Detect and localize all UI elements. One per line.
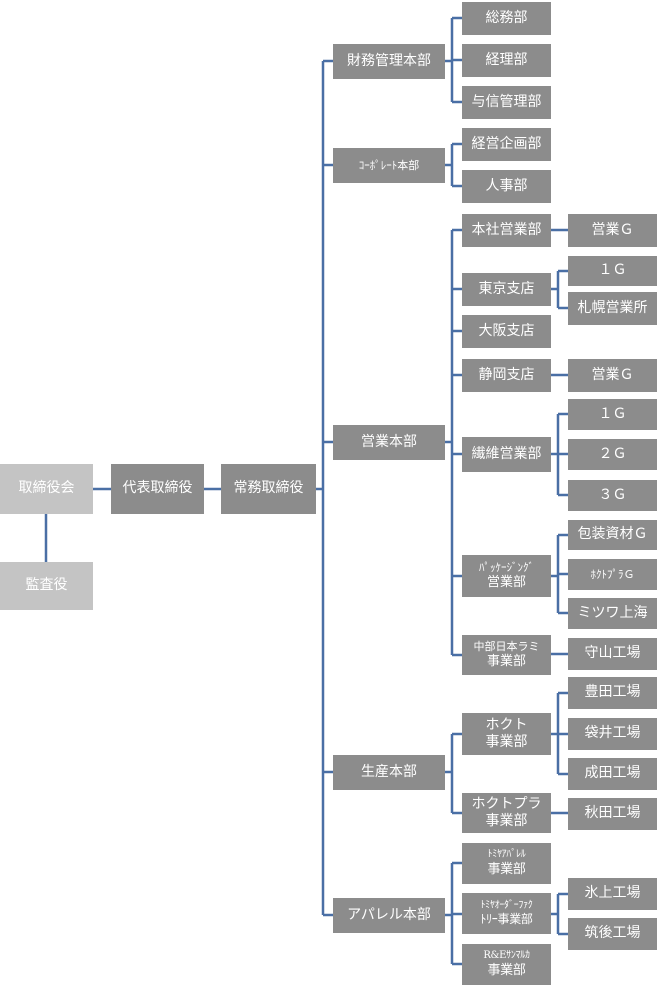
plant-label: 豊田工場 [584,684,641,701]
plant-hikami: 氷上工場 [568,878,657,910]
dept-head-office-sales: 本社営業部 [462,214,551,247]
dept-label-line2: ﾄﾘｰ事業部 [480,912,533,927]
dept-chubu-lami: 中部日本ラミ 事業部 [462,635,551,675]
group-fiber-2g: ２Ｇ [568,439,657,470]
dept-tomiya-apparel: ﾄﾐﾔｱﾊﾟﾚﾙ 事業部 [462,843,551,884]
dept-label-line2: 事業部 [487,861,526,877]
plant-toyota: 豊田工場 [568,677,657,709]
dept-label-line1: ホクト [485,716,528,733]
dept-label: 繊維営業部 [471,445,542,462]
group-hokutopura-g: ﾎｸﾄﾌﾟﾗＧ [568,559,657,590]
group-label: 包装資材Ｇ [577,526,648,543]
plant-narita: 成田工場 [568,758,657,790]
group-label: ﾎｸﾄﾌﾟﾗＧ [590,567,635,581]
group-label: ミツワ上海 [577,604,648,621]
board-of-directors: 取締役会 [0,464,93,514]
group-fiber-3g: ３Ｇ [568,480,657,511]
plant-label: 筑後工場 [584,925,641,942]
dept-label-line2: 営業部 [486,574,526,590]
dept-accounting: 経理部 [462,44,551,77]
dept-label: 経理部 [485,51,528,68]
hq-sales-label: 営業本部 [361,433,417,450]
dept-label-line1: 中部日本ラミ [473,640,540,653]
hq-finance: 財務管理本部 [333,44,445,79]
plant-label: 氷上工場 [584,885,641,902]
dept-label-line1: ﾄﾐﾔｱﾊﾟﾚﾙ [487,849,526,861]
dept-label: 本社営業部 [471,221,542,238]
plant-label: 秋田工場 [584,805,641,822]
group-packaging-materials: 包装資材Ｇ [568,520,657,550]
dept-label: 東京支店 [478,280,535,297]
hq-corporate: ｺｰﾎﾟﾚｰﾄ本部 [333,148,445,183]
dept-re-sanmaruka: R&Eｻﾝﾏﾙｶ 事業部 [462,944,551,985]
plant-label: 成田工場 [584,765,641,782]
hq-sales: 営業本部 [333,425,445,460]
plant-akita: 秋田工場 [568,798,657,830]
dept-credit-management: 与信管理部 [462,86,551,119]
dept-osaka-branch: 大阪支店 [462,315,551,348]
plant-moriyama: 守山工場 [568,638,657,670]
plant-chikugo: 筑後工場 [568,918,657,950]
group-label: ３Ｇ [598,486,627,503]
dept-packaging-sales: ﾊﾟｯｹｰｼﾞﾝｸﾞ 営業部 [462,555,551,597]
dept-label-line2: 事業部 [486,653,526,669]
group-sapporo-office: 札幌営業所 [568,292,657,325]
dept-label: 与信管理部 [471,93,542,110]
managing-director: 常務取締役 [221,464,316,514]
hq-apparel: アパレル本部 [333,898,445,933]
group-label: 営業Ｇ [591,366,634,383]
hq-production-label: 生産本部 [361,763,417,780]
dept-label-line1: ホクトプラ [471,795,542,812]
dept-label: 人事部 [485,177,528,194]
group-label: 札幌営業所 [577,299,648,316]
hq-apparel-label: アパレル本部 [347,906,431,923]
managing-director-label: 常務取締役 [233,480,304,497]
hq-finance-label: 財務管理本部 [347,52,431,69]
dept-label-line1: R&Eｻﾝﾏﾙｶ [483,950,530,962]
dept-tomiya-order-factory: ﾄﾐﾔｵｰﾀﾞｰﾌｧｸ ﾄﾘｰ事業部 [462,893,551,934]
dept-label-line1: ﾄﾐﾔｵｰﾀﾞｰﾌｧｸ [480,899,533,911]
dept-human-resources: 人事部 [462,170,551,203]
group-label: １Ｇ [598,405,627,422]
plant-fukuroi: 袋井工場 [568,718,657,750]
president: 代表取締役 [111,464,204,514]
plant-label: 守山工場 [584,645,641,662]
auditor: 監査役 [0,562,93,610]
dept-tokyo-branch: 東京支店 [462,273,551,306]
dept-label-line2: 事業部 [485,813,528,829]
group-shizuoka-sales-g: 営業Ｇ [568,359,657,392]
dept-label-line2: 事業部 [485,734,528,750]
auditor-label: 監査役 [25,577,68,594]
group-head-office-sales-g: 営業Ｇ [568,214,657,247]
group-label: 営業Ｇ [591,221,634,238]
dept-label-line1: ﾊﾟｯｹｰｼﾞﾝｸﾞ [479,561,534,574]
group-tokyo-1g: １Ｇ [568,256,657,286]
dept-label-line2: 事業部 [487,962,526,978]
hq-production: 生産本部 [333,755,445,790]
president-label: 代表取締役 [122,480,193,497]
group-label: ２Ｇ [598,445,627,462]
board-label: 取締役会 [18,480,75,497]
group-mitsuwa-shanghai: ミツワ上海 [568,598,657,629]
dept-fiber-sales: 繊維営業部 [462,437,551,472]
hq-corporate-label: ｺｰﾎﾟﾚｰﾄ本部 [358,158,420,172]
dept-hokuto: ホクト 事業部 [462,713,551,755]
dept-general-affairs: 総務部 [462,2,551,35]
dept-label: 経営企画部 [471,135,542,152]
dept-label: 総務部 [485,9,528,26]
dept-hokutopura: ホクトプラ 事業部 [462,793,551,833]
plant-label: 袋井工場 [584,725,641,742]
dept-shizuoka-branch: 静岡支店 [462,359,551,392]
group-label: １Ｇ [598,262,627,279]
dept-label: 大阪支店 [478,322,535,339]
dept-label: 静岡支店 [478,366,535,383]
dept-corporate-planning: 経営企画部 [462,128,551,161]
group-fiber-1g: １Ｇ [568,399,657,430]
